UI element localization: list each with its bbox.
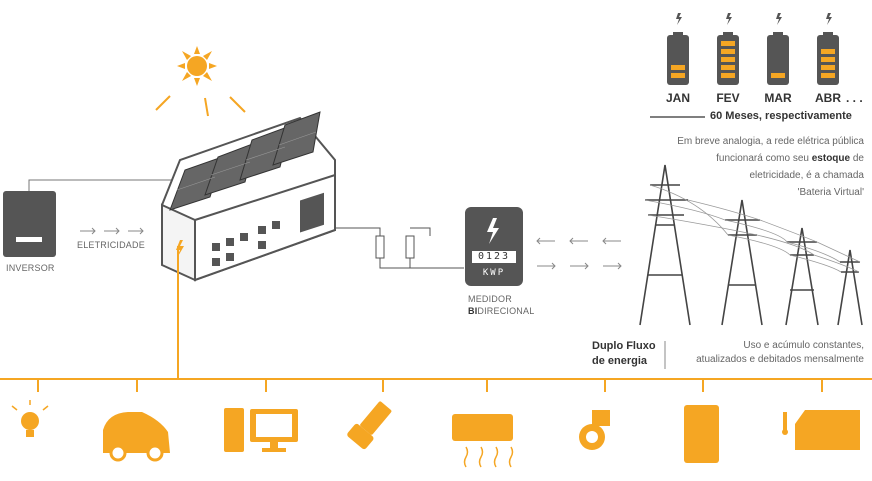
electric-car-icon — [103, 412, 170, 462]
water-heater-icon — [684, 405, 719, 463]
battery-month-fev: FEV — [716, 91, 740, 105]
electricity-arrows — [80, 227, 144, 235]
meter-label: MEDIDOR BIDIRECIONAL — [468, 293, 534, 317]
analogy-line1: Em breve analogia, a rede elétrica públi… — [677, 136, 864, 147]
wires — [335, 227, 464, 269]
dual-flow-desc-line1: Uso e acúmulo constantes, — [743, 340, 864, 351]
freezer-icon — [782, 410, 860, 450]
analogy-line3: eletricidade, é a chamada — [749, 170, 864, 181]
meter-label-rest: DIRECIONAL — [477, 306, 535, 316]
analogy-line2-pre: funcionará como seu — [716, 153, 812, 164]
dual-flow-desc-line2: atualizados e debitados mensalmente — [696, 354, 864, 365]
pump-icon — [579, 410, 610, 450]
analogy-line4: 'Bateria Virtual' — [797, 187, 864, 198]
factory-building — [160, 111, 336, 282]
battery-month-abr: ABR — [815, 91, 841, 105]
dual-flow-desc: Uso e acúmulo constantes, atualizados e … — [696, 339, 864, 367]
battery-month-jan: JAN — [665, 91, 690, 105]
meter-label-bold: BI — [468, 306, 478, 316]
electricity-label: ELETRICIDADE — [77, 240, 145, 250]
battery-caption: 60 Meses, respectivamente — [710, 110, 852, 122]
analogy-line2-post: de — [850, 153, 864, 164]
lightning-icon — [176, 240, 184, 258]
analogy-line2-bold: estoque — [811, 153, 851, 164]
transmission-towers — [639, 164, 863, 326]
battery-month-mar: MAR — [764, 91, 792, 105]
battery-chart — [667, 13, 839, 85]
breaker-icon — [375, 235, 385, 259]
dual-flow-title: Duplo Fluxo de energia — [592, 339, 656, 369]
battery-ellipsis: . . . — [846, 91, 863, 105]
sun-icon — [177, 46, 217, 86]
lightbulb-icon — [11, 400, 49, 437]
appliances — [11, 400, 860, 468]
dual-flow-title-line2: de energia — [592, 355, 648, 367]
dual-flow-title-line1: Duplo Fluxo — [592, 340, 656, 352]
meter-unit: KWP — [482, 268, 506, 278]
air-conditioner-icon — [452, 414, 514, 468]
analogy-text: Em breve analogia, a rede elétrica públi… — [604, 133, 864, 201]
computer-icon — [224, 408, 298, 452]
inverter-label: INVERSOR — [6, 263, 55, 273]
distribution-line — [0, 246, 872, 392]
blender-icon — [347, 401, 392, 450]
breaker-icon — [405, 235, 415, 259]
bidirectional-arrows — [536, 237, 622, 270]
meter-label-line1: MEDIDOR — [468, 294, 512, 304]
inverter-icon — [3, 191, 56, 257]
meter-display: 0123 — [477, 251, 511, 262]
meter-icon — [465, 207, 523, 286]
sun-rays — [155, 95, 246, 117]
